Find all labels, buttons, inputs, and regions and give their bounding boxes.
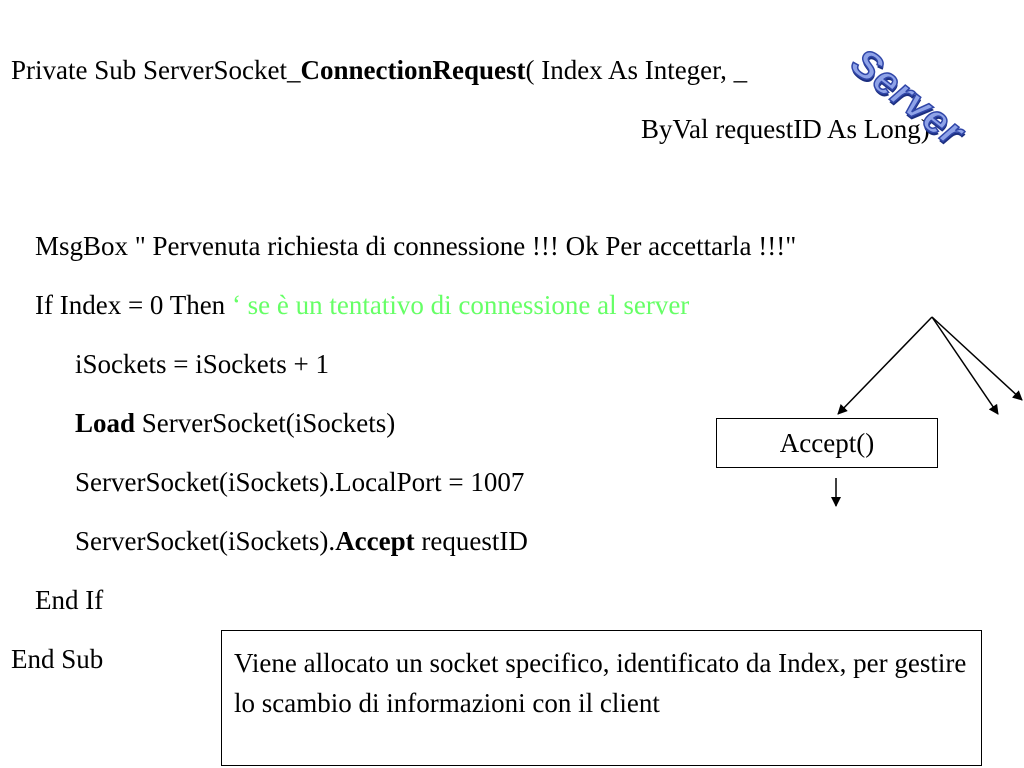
note-box: Viene allocato un socket specifico, iden… (221, 630, 982, 766)
msgbox-line: MsgBox " Pervenuta richiesta di connessi… (35, 231, 797, 261)
load-line: Load ServerSocket(iSockets) (75, 407, 395, 439)
load-keyword: Load (75, 408, 136, 438)
sub-declaration-continuation: ByVal requestID As Long) (641, 114, 930, 144)
accept-keyword: Accept (335, 526, 415, 556)
arrow-right-1 (931, 316, 999, 415)
accept-argument: requestID (414, 526, 528, 556)
arrow-right-2 (931, 316, 1023, 401)
load-argument: ServerSocket(iSockets) (135, 408, 396, 438)
sub-declaration-prefix: Private Sub ServerSocket_ (11, 55, 301, 85)
arrow-to-accept (837, 316, 933, 415)
if-comment: ‘ se è un tentativo di connessione al se… (231, 290, 690, 320)
accept-object: ServerSocket(iSockets). (75, 526, 336, 556)
local-port-line: ServerSocket(iSockets).LocalPort = 1007 (75, 467, 525, 497)
accept-box: Accept() (716, 418, 938, 468)
if-line: If Index = 0 Then ‘ se è un tentativo di… (35, 289, 689, 321)
accept-line: ServerSocket(iSockets).Accept requestID (75, 525, 528, 557)
sub-declaration: Private Sub ServerSocket_ConnectionReque… (11, 54, 747, 86)
increment-line: iSockets = iSockets + 1 (75, 349, 329, 379)
end-if-line: End If (35, 585, 104, 615)
if-statement: If Index = 0 Then (35, 290, 232, 320)
sub-declaration-name: ConnectionRequest (300, 55, 526, 85)
end-sub-line: End Sub (11, 644, 104, 674)
sub-declaration-params: ( Index As Integer, _ (525, 55, 748, 85)
